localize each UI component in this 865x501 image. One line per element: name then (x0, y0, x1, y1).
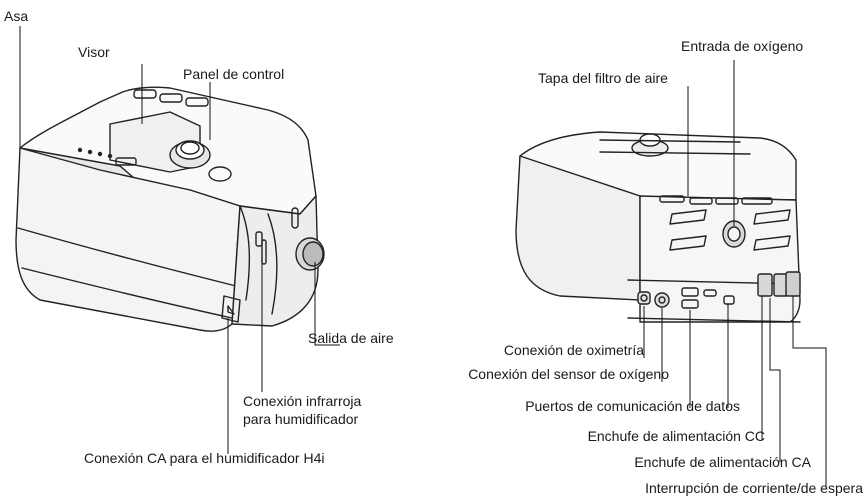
label-ac-connection: Conexión CA para el humidificador H4i (84, 450, 325, 466)
front-device-drawing (15, 86, 325, 332)
label-air-outlet: Salida de aire (308, 330, 394, 346)
label-oxygen-sensor-port: Conexión del sensor de oxígeno (468, 366, 669, 382)
label-infrared-port-1: Conexión infrarroja (243, 393, 362, 409)
label-oximetry-port: Conexión de oximetría (503, 342, 644, 358)
label-ac-socket: Enchufe de alimentación CA (634, 454, 811, 470)
label-data-ports: Puertos de comunicación de datos (525, 398, 740, 414)
rear-device-drawing (515, 131, 801, 323)
label-control-panel: Panel de control (183, 66, 285, 82)
label-display: Visor (78, 44, 110, 60)
label-dc-socket: Enchufe de alimentación CC (587, 428, 765, 444)
label-power-switch: Interrupción de corriente/de espera (645, 480, 863, 496)
label-infrared-port-2: para humidificador (243, 411, 359, 427)
label-oxygen-inlet: Entrada de oxígeno (681, 38, 804, 54)
label-handle: Asa (4, 8, 29, 24)
label-air-filter-cover: Tapa del filtro de aire (538, 70, 668, 86)
